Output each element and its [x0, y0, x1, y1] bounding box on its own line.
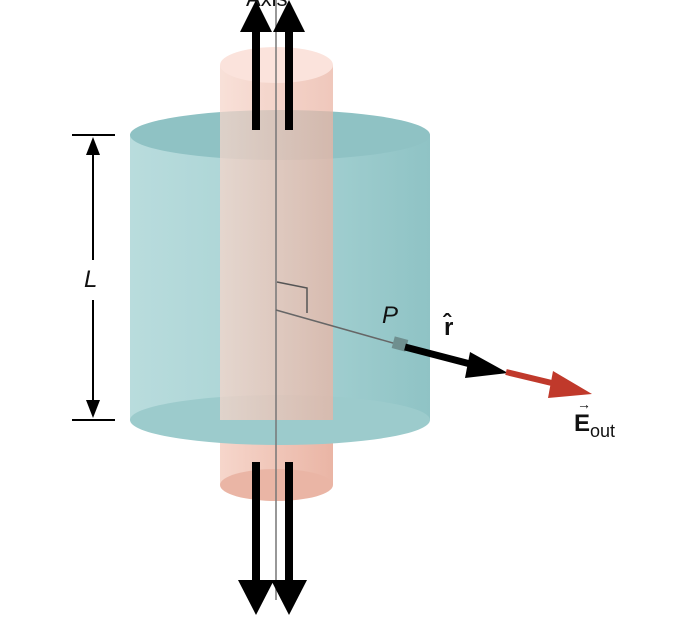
radial-line	[275, 309, 401, 346]
length-dimension	[72, 134, 115, 421]
length-label: L	[84, 266, 98, 293]
unit-vector-arrow	[404, 343, 508, 378]
unit-vector-label: r̂	[444, 314, 454, 341]
field-label-letter: E	[574, 410, 591, 437]
right-angle-marker	[276, 281, 308, 313]
axis-arrows	[238, 0, 307, 615]
axis-label: Axis	[246, 0, 288, 12]
field-label-subscript: out	[590, 420, 616, 441]
field-arrow	[505, 369, 592, 398]
point-p-marker	[391, 336, 409, 352]
field-label: → Eout	[574, 396, 616, 441]
point-label: P	[382, 302, 399, 329]
